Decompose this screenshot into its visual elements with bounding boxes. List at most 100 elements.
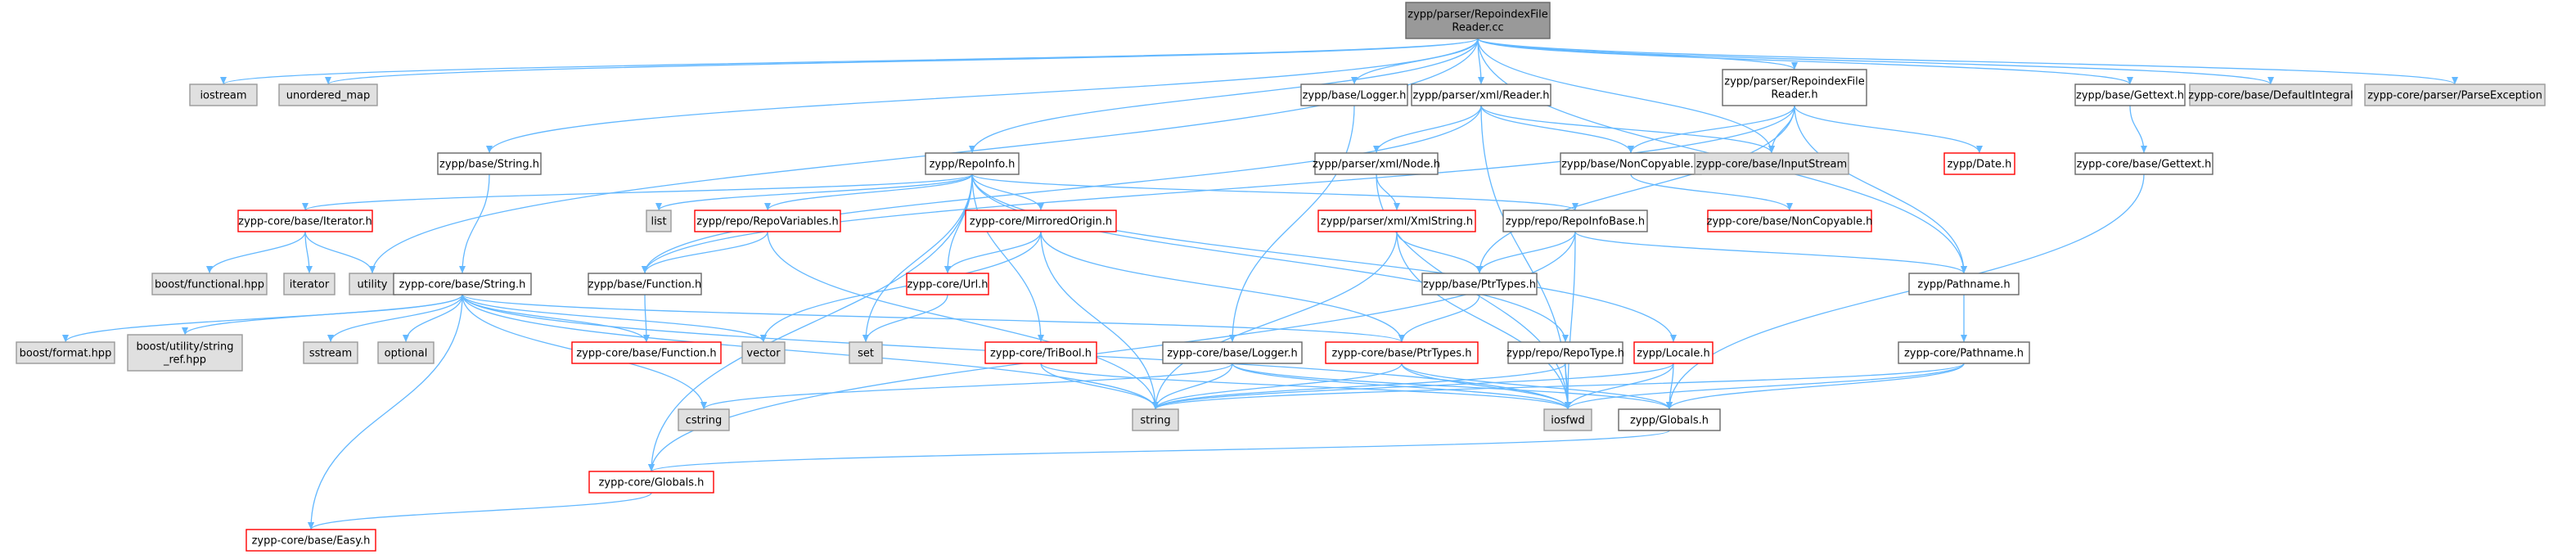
- node-label: vector: [746, 348, 781, 360]
- node-label: zypp/parser/RepoindexFile: [1407, 9, 1547, 21]
- edge-core_logger-to-string: [1152, 363, 1233, 410]
- edge-core_pathname-to-iosfwd: [1565, 363, 1965, 410]
- node-easy[interactable]: zypp-core/base/Easy.h: [245, 529, 376, 552]
- node-set[interactable]: set: [849, 341, 883, 364]
- edge-root-to-gettext: [1477, 38, 2133, 85]
- node-core_logger[interactable]: zypp-core/base/Logger.h: [1162, 341, 1303, 364]
- node-label: Reader.h: [1771, 89, 1817, 101]
- node-core_gettext[interactable]: zypp-core/base/Gettext.h: [2074, 152, 2213, 175]
- node-box: [2364, 83, 2546, 106]
- node-locale[interactable]: zypp/Locale.h: [1633, 341, 1714, 364]
- node-box: [303, 341, 358, 364]
- edge-root-to-string_h: [486, 38, 1479, 154]
- node-box: [283, 273, 336, 295]
- node-gettext[interactable]: zypp/base/Gettext.h: [2074, 83, 2186, 106]
- node-defint[interactable]: zypp-core/base/DefaultIntegral: [2188, 83, 2353, 106]
- node-unordered_map[interactable]: unordered_map: [278, 83, 378, 106]
- node-sstream[interactable]: sstream: [303, 341, 358, 364]
- node-url_h[interactable]: zypp-core/Url.h: [906, 273, 989, 295]
- edge-core_logger-to-iosfwd: [1232, 363, 1571, 410]
- node-box: [1694, 152, 1849, 175]
- node-label: zypp/base/Gettext.h: [2076, 90, 2184, 102]
- node-repoinfo[interactable]: zypp/RepoInfo.h: [925, 152, 1020, 175]
- node-globals[interactable]: zypp/Globals.h: [1618, 408, 1721, 431]
- node-function_h[interactable]: zypp/base/Function.h: [588, 273, 702, 295]
- node-box: [2074, 83, 2186, 106]
- node-vector[interactable]: vector: [741, 341, 786, 364]
- node-list[interactable]: list: [646, 210, 672, 232]
- node-label: optional: [385, 348, 428, 360]
- edge-xmlstring-to-string: [1152, 231, 1398, 410]
- node-core_pathname[interactable]: zypp-core/Pathname.h: [1898, 341, 2030, 364]
- node-box: [1405, 2, 1551, 39]
- node-iterator[interactable]: iterator: [283, 273, 336, 295]
- node-label: zypp-core/base/Iterator.h: [238, 216, 372, 228]
- node-repovars[interactable]: zypp/repo/RepoVariables.h: [694, 210, 841, 232]
- node-xmlnode[interactable]: zypp/parser/xml/Node.h: [1313, 152, 1440, 175]
- node-xmlreader[interactable]: zypp/parser/xml/Reader.h: [1411, 83, 1551, 106]
- node-box: [1325, 341, 1479, 364]
- edge-root-to-iostream: [220, 38, 1479, 85]
- edge-locale-to-iosfwd: [1565, 363, 1674, 410]
- node-boostformat[interactable]: boost/format.hpp: [16, 341, 115, 364]
- node-label: zypp/base/Logger.h: [1303, 90, 1407, 102]
- node-logger[interactable]: zypp/base/Logger.h: [1300, 83, 1408, 106]
- edge-tribool-to-string: [1040, 363, 1159, 410]
- node-core_globals[interactable]: zypp-core/Globals.h: [588, 471, 714, 494]
- edge-repoinfo-to-iterator_h: [302, 174, 973, 211]
- node-iterator_h[interactable]: zypp-core/base/Iterator.h: [237, 210, 373, 232]
- edge-xmlreader-to-function_h: [642, 105, 1482, 274]
- node-core_ptrtypes[interactable]: zypp-core/base/PtrTypes.h: [1325, 341, 1479, 364]
- node-iostream[interactable]: iostream: [189, 83, 258, 106]
- node-tribool[interactable]: zypp-core/TriBool.h: [984, 341, 1097, 364]
- node-box: [349, 273, 396, 295]
- node-core_string[interactable]: zypp-core/base/String.h: [393, 273, 532, 295]
- edge-repoinfo-to-tribool: [971, 174, 1044, 343]
- edge-xmlreader-to-inputstream: [1480, 105, 1775, 154]
- node-iosfwd[interactable]: iosfwd: [1543, 408, 1592, 431]
- edge-xmlreader-to-xmlnode: [1373, 105, 1482, 154]
- node-repoinfobase[interactable]: zypp/repo/RepoInfoBase.h: [1502, 210, 1648, 232]
- node-parseexc[interactable]: zypp-core/parser/ParseException: [2364, 83, 2546, 106]
- edge-core_string-to-boostformat: [62, 294, 463, 343]
- node-box: [588, 273, 702, 295]
- node-boostutil[interactable]: boost/utility/string_ref.hpp: [127, 334, 243, 372]
- node-noncopy[interactable]: zypp/base/NonCopyable.h: [1560, 152, 1702, 175]
- node-date[interactable]: zypp/Date.h: [1943, 152, 2015, 175]
- edge-iterator_h-to-boostfunc: [206, 231, 306, 274]
- node-box: [127, 334, 243, 372]
- node-mirrored[interactable]: zypp-core/MirroredOrigin.h: [965, 210, 1117, 232]
- node-label: zypp/repo/RepoVariables.h: [696, 216, 838, 228]
- node-box: [393, 273, 532, 295]
- edge-mirrored-to-core_ptrtypes: [1040, 231, 1405, 343]
- node-string[interactable]: string: [1132, 408, 1179, 431]
- node-box: [377, 341, 435, 364]
- node-box: [925, 152, 1020, 175]
- node-boostfunc[interactable]: boost/functional.hpp: [151, 273, 268, 295]
- node-inputstream[interactable]: zypp-core/base/InputStream: [1694, 152, 1849, 175]
- node-optional[interactable]: optional: [377, 341, 435, 364]
- node-core_noncopy[interactable]: zypp-core/base/NonCopyable.h: [1707, 210, 1873, 232]
- node-utility[interactable]: utility: [349, 273, 396, 295]
- node-xmlstring[interactable]: zypp/parser/xml/XmlString.h: [1317, 210, 1476, 232]
- node-ptrtypes[interactable]: zypp/base/PtrTypes.h: [1421, 273, 1538, 295]
- node-repotype[interactable]: zypp/repo/RepoType.h: [1506, 341, 1624, 364]
- node-box: [1618, 408, 1721, 431]
- edge-repoinfo-to-repoinfobase: [971, 174, 1578, 211]
- edge-repoinfo-to-repotype: [971, 174, 1569, 343]
- edge-repoinfo-to-repovars: [764, 174, 973, 211]
- node-box: [237, 210, 373, 232]
- node-cstring[interactable]: cstring: [678, 408, 730, 431]
- node-pathname[interactable]: zypp/Pathname.h: [1908, 273, 2020, 295]
- edge-root-to-parseexc: [1477, 38, 2458, 85]
- edge-core_ptrtypes-to-globals: [1401, 363, 1673, 410]
- node-core_function[interactable]: zypp-core/base/Function.h: [571, 341, 722, 364]
- node-string_h[interactable]: zypp/base/String.h: [437, 152, 542, 175]
- node-label: zypp/Globals.h: [1630, 415, 1709, 427]
- node-label: zypp-core/parser/ParseException: [2367, 90, 2542, 102]
- node-box: [2189, 83, 2353, 106]
- edge-iterator_h-to-utility: [304, 231, 376, 274]
